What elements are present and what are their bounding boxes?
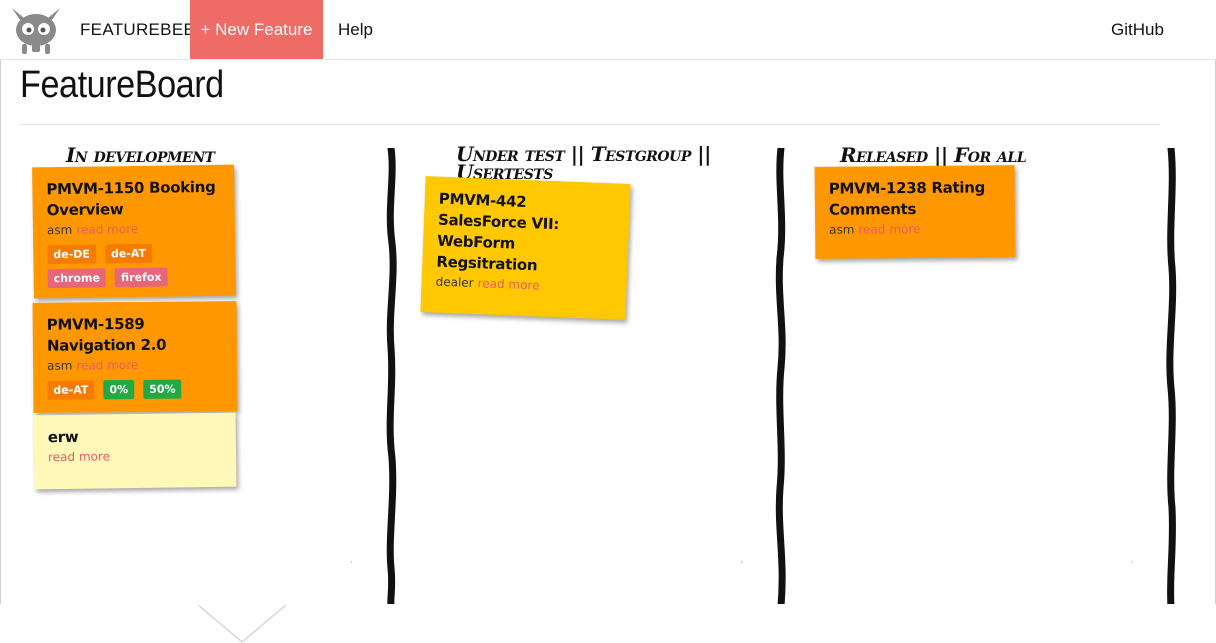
column-title-in-development: In development [66,143,215,167]
tag-de-at[interactable]: de-AT [104,243,153,264]
column-divider [775,148,786,606]
help-link[interactable]: Help [338,20,373,39]
card-author: asm [46,222,73,238]
card-tags: de-DE de-AT chrome firefox [47,241,222,291]
scroll-down-chevron-icon[interactable] [198,604,286,643]
column-title-under-test: Under test || Testgroup || Usertests [456,142,711,184]
tag-firefox[interactable]: firefox [114,267,168,288]
bee-logo-icon[interactable] [8,4,64,56]
read-more-link[interactable]: read more [47,449,111,465]
tag-progress-0[interactable]: 0% [103,380,135,400]
top-navbar: FEATUREBEE + New Feature Help GitHub [0,0,1216,60]
read-more-link[interactable]: read more [477,276,540,293]
read-more-link[interactable]: read more [76,357,139,373]
tag-de-de[interactable]: de-DE [47,244,96,265]
column-corner-mark: ' [351,560,353,569]
read-more-link[interactable]: read more [76,221,139,237]
card-author: asm [47,358,73,373]
column-divider [1166,148,1177,606]
card-tags: de-AT 0% 50% [47,377,223,403]
card-title: erw [47,427,79,447]
column-corner-mark: ' [741,560,743,569]
title-divider [20,124,1160,125]
feature-card[interactable]: erw read more [33,412,237,490]
tag-de-at[interactable]: de-AT [47,380,95,400]
read-more-link[interactable]: read more [858,221,921,237]
card-title: PMVM-1238 Rating Comments [828,178,986,219]
card-author: asm [829,222,855,237]
feature-card[interactable]: PMVM-442 SalesForce VII: WebForm Regsitr… [420,176,631,320]
new-feature-button[interactable]: + New Feature [190,0,323,59]
column-divider [386,148,397,606]
footer-area [0,604,1216,643]
card-author: dealer [435,274,474,291]
page-title: FeatureBoard [20,64,224,106]
card-title: PMVM-1150 Booking Overview [46,177,216,220]
card-title: PMVM-1589 Navigation 2.0 [46,314,167,355]
tag-progress-50[interactable]: 50% [143,379,182,399]
tag-chrome[interactable]: chrome [47,268,107,289]
brand-name[interactable]: FEATUREBEE [80,20,196,39]
card-title: PMVM-442 SalesForce VII: WebForm Regsitr… [436,189,560,275]
column-title-released: Released || For all [840,143,1027,167]
github-link[interactable]: GitHub [1111,20,1164,39]
card-meta: read more [48,446,222,466]
column-corner-mark: ' [1131,560,1133,569]
